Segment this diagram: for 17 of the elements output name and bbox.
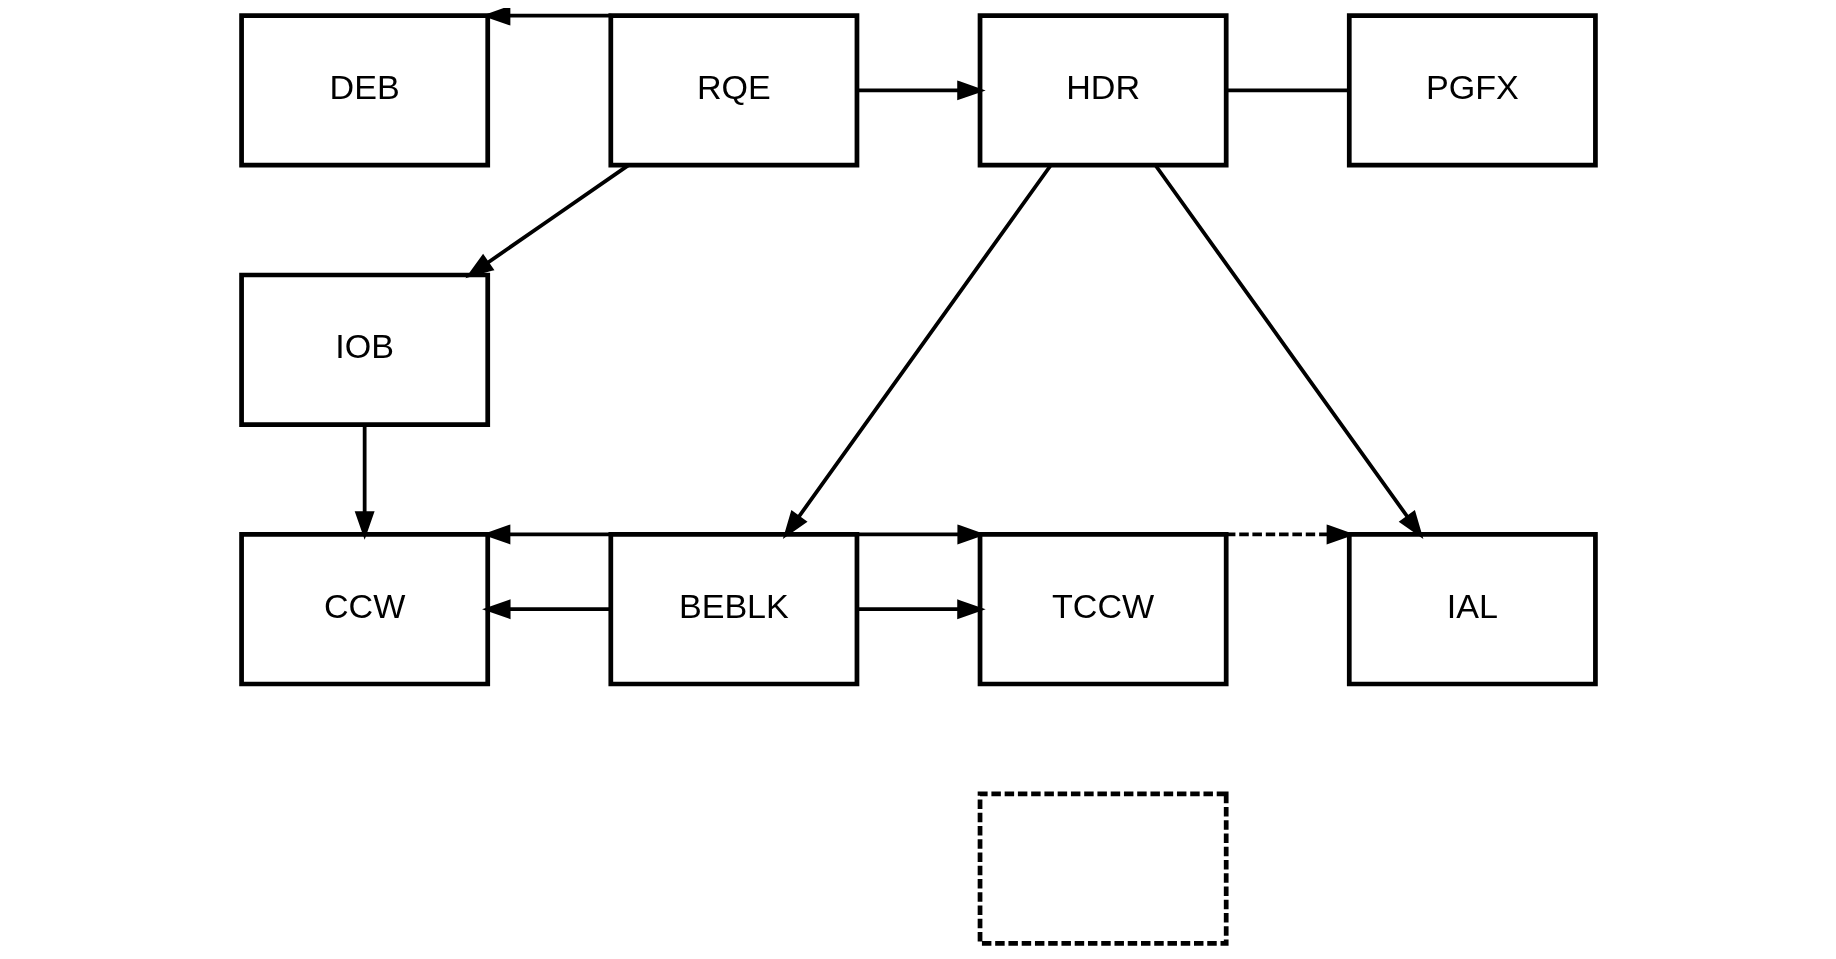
node-box: DEB: [238, 13, 490, 168]
node-box: PGFX: [1346, 13, 1598, 168]
node-box: BEBLK: [607, 532, 859, 687]
node-box: RQE: [607, 13, 859, 168]
arrow: [782, 164, 1052, 539]
arrow: [856, 599, 986, 620]
node-box: [977, 791, 1229, 946]
node-box: HDR: [977, 13, 1229, 168]
node-box: CCW: [238, 532, 490, 687]
arrow: [354, 424, 375, 540]
arrow: [1153, 164, 1423, 539]
arrow: [481, 599, 611, 620]
node-box: IOB: [238, 272, 490, 427]
node-box: IAL: [1346, 532, 1598, 687]
connector: [1225, 88, 1349, 93]
node-box: TCCW: [977, 532, 1229, 687]
arrow: [856, 80, 986, 101]
